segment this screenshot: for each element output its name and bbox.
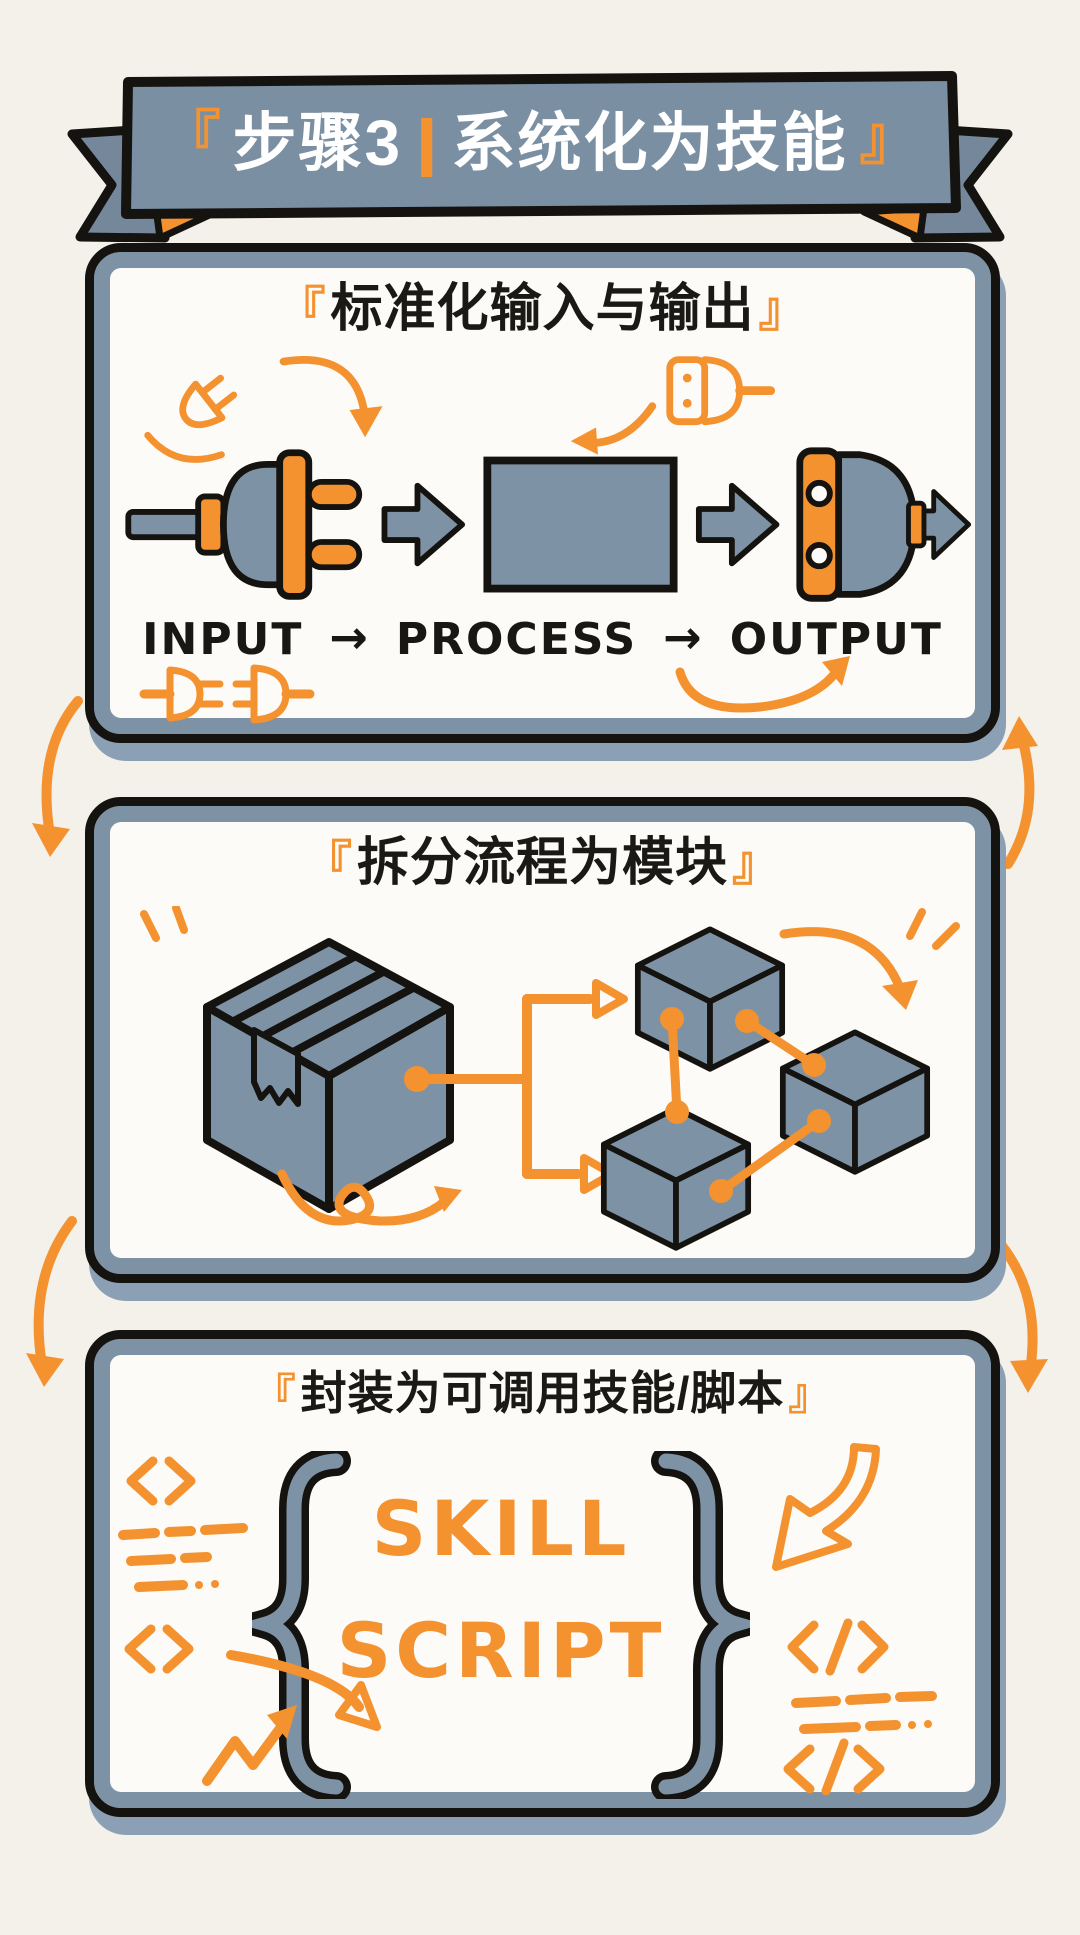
skill-script-keywords: SKILL SCRIPT bbox=[336, 1491, 666, 1689]
panel-title-text: 拆分流程为模块 bbox=[356, 834, 728, 892]
code-tag-icon bbox=[126, 1456, 196, 1506]
panel-split-modules: 『拆分流程为模块』 bbox=[85, 797, 1000, 1283]
doodle-arc bbox=[144, 431, 225, 463]
title-bracket-open: 『 bbox=[277, 284, 327, 337]
title-bracket-close: 』 bbox=[732, 838, 781, 891]
code-slash-tag-icon bbox=[787, 1618, 889, 1676]
banner-title: 『 步骤3 | 系统化为技能 』 bbox=[0, 88, 1080, 198]
lego-brick-icon bbox=[779, 1029, 931, 1175]
panel-encapsulate-skill: 『封装为可调用技能/脚本』 SKILL SCRIPT bbox=[85, 1330, 1000, 1817]
plug-outline-doodle-icon bbox=[666, 356, 776, 426]
panel-standardize-io: 『标准化输入与输出』 bbox=[85, 243, 1000, 743]
modularize-diagram bbox=[140, 906, 960, 1251]
code-tag-icon bbox=[124, 1624, 194, 1674]
plug-icon bbox=[125, 449, 363, 600]
banner-bracket-open: 『 bbox=[162, 106, 221, 171]
panel1-footer-doodles bbox=[139, 656, 850, 724]
arrow-right-shape bbox=[381, 482, 466, 567]
brace-right-icon bbox=[651, 1451, 750, 1799]
script-label: SCRIPT bbox=[336, 1606, 666, 1695]
swoosh-arrow-icon bbox=[675, 661, 845, 713]
lego-brick-icon bbox=[634, 926, 786, 1072]
output-label: OUTPUT bbox=[729, 613, 943, 665]
banner-step-label: 步骤3 bbox=[232, 107, 403, 179]
banner-title-text: 系统化为技能 bbox=[451, 107, 848, 179]
hollow-arrow-icon bbox=[772, 1443, 880, 1571]
curved-arrow-down-left-icon bbox=[26, 1216, 77, 1387]
title-bracket-open: 『 bbox=[253, 1371, 297, 1418]
module-connector-line bbox=[667, 1014, 824, 1196]
zigzag-arrow-icon bbox=[202, 1714, 292, 1786]
io-flow-labels: INPUT → PROCESS → OUTPUT bbox=[94, 610, 991, 666]
squiggle-arrow-icon bbox=[277, 1169, 449, 1226]
panel-title-text: 标准化输入与输出 bbox=[330, 280, 755, 338]
flow-arrow: → bbox=[329, 610, 370, 664]
flow-arrow: → bbox=[663, 610, 704, 664]
open-arrowhead bbox=[592, 979, 628, 1019]
curved-arrow-down-right-icon bbox=[993, 1236, 1048, 1393]
skill-label: SKILL bbox=[371, 1484, 631, 1573]
title-bracket-close: 』 bbox=[788, 1371, 832, 1418]
code-slash-tag-icon bbox=[783, 1738, 885, 1795]
arrow-right-shape bbox=[921, 489, 972, 560]
branch-connector bbox=[412, 994, 595, 1179]
curved-arrow-icon bbox=[226, 1650, 364, 1712]
brace-left-icon bbox=[252, 1451, 351, 1799]
banner: 『 步骤3 | 系统化为技能 』 bbox=[0, 0, 1080, 250]
socket-icon bbox=[796, 447, 927, 602]
curved-arrow-down-left-icon bbox=[32, 696, 83, 857]
ribbon-banner-shape bbox=[67, 71, 1013, 243]
curved-arrow-left-icon bbox=[586, 402, 657, 447]
code-dash-lines bbox=[791, 1691, 937, 1734]
open-arrowhead bbox=[580, 1154, 616, 1194]
curved-arrow-down-icon bbox=[279, 355, 369, 422]
hollow-arrowhead bbox=[335, 1681, 381, 1731]
panel-title: 『封装为可调用技能/脚本』 bbox=[94, 1367, 991, 1420]
input-label: INPUT bbox=[142, 613, 304, 665]
panel3-right-doodles bbox=[772, 1443, 937, 1795]
code-dash-lines bbox=[118, 1523, 248, 1592]
panel-title: 『标准化输入与输出』 bbox=[94, 280, 991, 340]
title-bracket-open: 『 bbox=[304, 838, 353, 891]
plug-pair-doodle-icon bbox=[139, 664, 315, 724]
panel-title-text: 封装为可调用技能/脚本 bbox=[300, 1367, 785, 1419]
panel-title: 『拆分流程为模块』 bbox=[94, 834, 991, 894]
lego-brick-icon bbox=[600, 1105, 752, 1251]
title-bracket-close: 』 bbox=[758, 284, 808, 337]
package-box-icon bbox=[203, 938, 454, 1213]
io-diagram bbox=[125, 355, 972, 602]
arrow-right-shape bbox=[695, 482, 780, 567]
emphasis-marks bbox=[140, 906, 960, 950]
process-box bbox=[483, 456, 678, 593]
banner-bracket-close: 』 bbox=[859, 106, 918, 171]
curved-arrow-up-right-icon bbox=[1002, 716, 1038, 869]
process-label: PROCESS bbox=[395, 613, 638, 665]
curved-arrow-icon bbox=[779, 927, 905, 993]
ribbon-band bbox=[121, 71, 961, 219]
banner-separator: | bbox=[414, 108, 439, 177]
plug-doodle-icon bbox=[179, 374, 238, 429]
panel3-left-doodles bbox=[118, 1456, 381, 1786]
